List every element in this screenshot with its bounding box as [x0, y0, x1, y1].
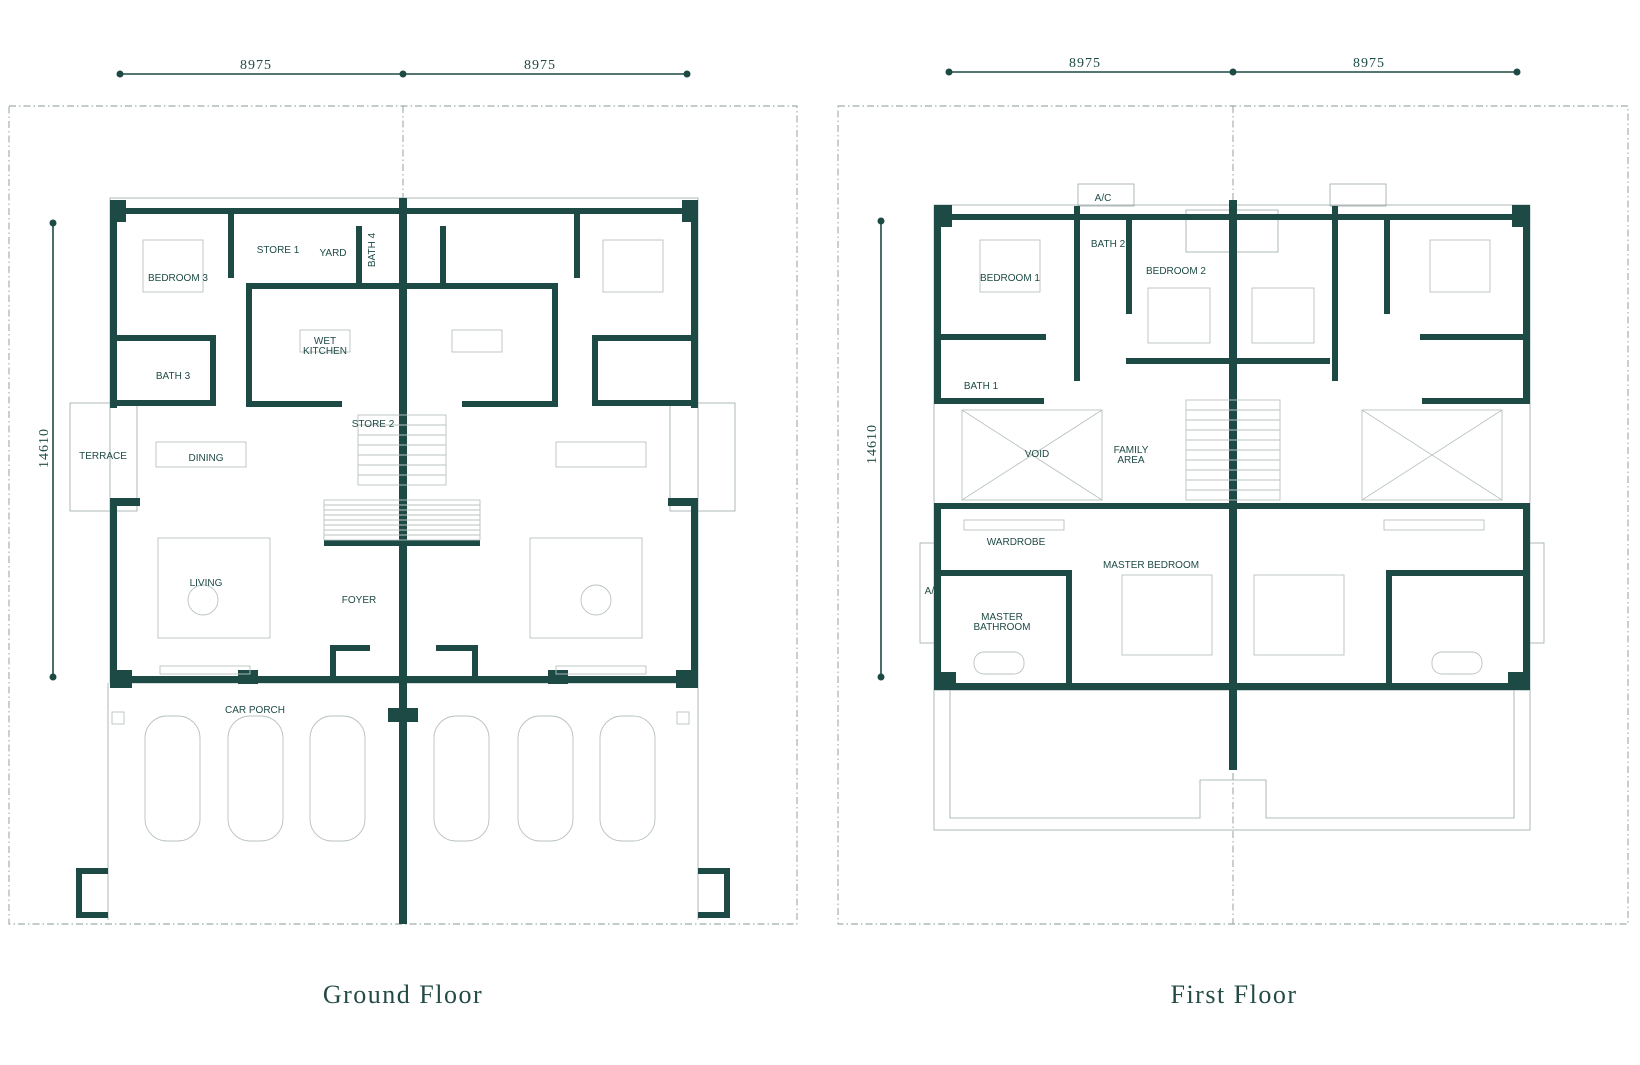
label-ac-top: A/C — [1095, 193, 1112, 204]
dining-table-right — [555, 441, 647, 468]
ground-width-dimension: 8975 8975 — [116, 58, 691, 78]
kitchen-island-left — [299, 329, 351, 353]
ground-dim-depth: 14610 — [37, 428, 52, 468]
label-store-2: STORE 2 — [352, 419, 395, 430]
master-bed-left — [1121, 574, 1213, 656]
first-party-wall — [1229, 200, 1237, 770]
living-sofa-left — [157, 537, 271, 639]
label-wet-kitchen-1: WET — [314, 336, 336, 347]
bed-3-left — [142, 239, 204, 293]
first-void-and-stair — [961, 399, 1503, 501]
dining-table-left — [155, 441, 247, 468]
label-dining: DINING — [189, 453, 224, 464]
label-bedroom-3: BEDROOM 3 — [148, 273, 208, 284]
label-master-bath-1: MASTER — [981, 612, 1023, 623]
label-bath-3: BATH 3 — [156, 371, 191, 382]
label-bath-4: BATH 4 — [367, 232, 378, 267]
wardrobe-left — [963, 519, 1065, 531]
ground-dim-left: 8975 — [240, 58, 272, 73]
ground-walls — [76, 198, 730, 924]
bed-1-left — [979, 239, 1041, 293]
label-master-bedroom: MASTER BEDROOM — [1103, 560, 1199, 571]
ground-depth-dimension: 14610 — [37, 219, 57, 681]
label-bedroom-2: BEDROOM 2 — [1146, 266, 1206, 277]
bathtub-left — [973, 651, 1025, 675]
label-car-porch: CAR PORCH — [225, 705, 285, 716]
first-walls — [934, 200, 1530, 770]
ground-furniture — [111, 239, 690, 842]
label-wardrobe: WARDROBE — [987, 537, 1046, 548]
label-master-bath-2: BATHROOM — [973, 622, 1030, 633]
wardrobe-right — [1383, 519, 1485, 531]
label-family-1: FAMILY — [1114, 445, 1149, 456]
label-store-1: STORE 1 — [257, 245, 300, 256]
first-floor-plan: 8975 8975 14610 — [837, 56, 1629, 1009]
first-width-dimension: 8975 8975 — [945, 56, 1521, 76]
label-yard: YARD — [319, 248, 346, 259]
ground-floor-caption: Ground Floor — [323, 980, 483, 1009]
label-ac-side: A/C — [925, 586, 942, 597]
first-room-labels: A/C BATH 2 BEDROOM 1 BEDROOM 2 BATH 1 VO… — [925, 193, 1207, 633]
label-bath-2: BATH 2 — [1091, 239, 1126, 250]
label-bedroom-1: BEDROOM 1 — [980, 273, 1040, 284]
first-dim-right: 8975 — [1353, 56, 1385, 71]
living-sofa-right — [529, 537, 643, 639]
first-depth-dimension: 14610 — [865, 217, 885, 681]
ground-staircase — [323, 414, 481, 541]
bed-2-left — [1147, 287, 1211, 344]
first-furniture — [963, 239, 1491, 675]
kitchen-island-right — [451, 329, 503, 353]
bed-1-right — [1429, 239, 1491, 293]
master-bed-right — [1253, 574, 1345, 656]
label-wet-kitchen-2: KITCHEN — [303, 346, 347, 357]
first-dim-left: 8975 — [1069, 56, 1101, 71]
label-terrace: TERRACE — [79, 451, 127, 462]
first-floor-caption: First Floor — [1170, 980, 1297, 1009]
bed-3-right — [602, 239, 664, 293]
bed-2-right — [1251, 287, 1315, 344]
label-bath-1: BATH 1 — [964, 381, 999, 392]
first-dim-depth: 14610 — [865, 424, 880, 464]
ground-floor-plan: 8975 8975 14610 — [8, 58, 798, 1009]
bathtub-right — [1431, 651, 1483, 675]
label-family-2: AREA — [1117, 455, 1145, 466]
label-living: LIVING — [190, 578, 223, 589]
ground-room-labels: BEDROOM 3 STORE 1 YARD BATH 4 BATH 3 WET… — [79, 232, 395, 716]
car-porch-cars — [144, 715, 656, 842]
ground-dim-right: 8975 — [524, 58, 556, 73]
label-void: VOID — [1025, 449, 1049, 460]
ground-party-wall — [399, 198, 407, 924]
label-foyer: FOYER — [342, 595, 376, 606]
